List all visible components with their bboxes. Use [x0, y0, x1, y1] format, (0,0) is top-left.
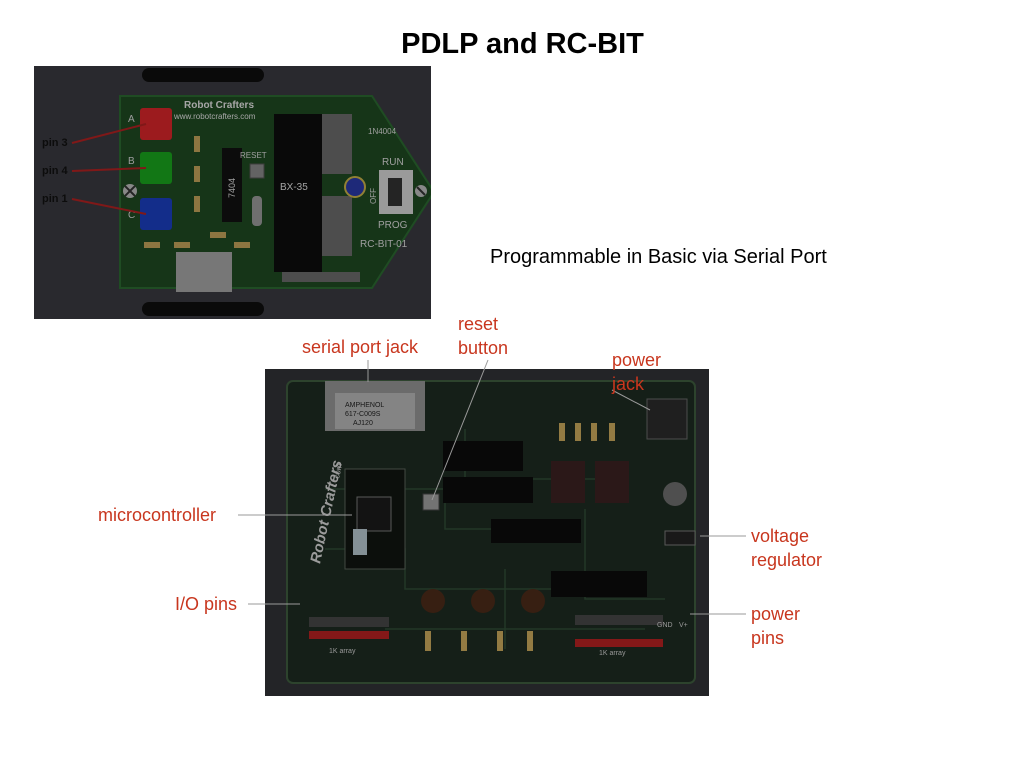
led-a: [140, 108, 172, 140]
pdlp-brand-suffix: com: [332, 462, 344, 479]
run-label: RUN: [382, 157, 404, 168]
vplus-label: V+: [679, 622, 688, 629]
board-id-label: RC-BIT-01: [360, 239, 408, 250]
port-letter-c: C: [128, 210, 135, 221]
rcbit-board-photo: A B C Robot Crafters www.robotcrafters.c…: [34, 66, 431, 319]
gnd-label: GND: [657, 622, 673, 629]
callout-reset-line-1: reset: [458, 314, 499, 334]
callout-voltage-regulator-line-1: voltage: [751, 526, 810, 546]
led-b: [140, 152, 172, 184]
off-label: OFF: [369, 188, 378, 204]
chip-bx35-label: BX-35: [280, 182, 308, 193]
pin-1-label: pin 1: [42, 193, 68, 205]
callout-microcontroller: microcontroller: [98, 505, 217, 525]
callout-power-pins: power pins: [751, 602, 800, 650]
pin-4-label: pin 4: [42, 165, 69, 177]
slide-caption: Programmable in Basic via Serial Port: [490, 246, 827, 268]
resistor-array-left-label: 1K array: [329, 648, 356, 655]
rcbit-brand: Robot Crafters: [184, 100, 254, 111]
callout-serial-port-jack: serial port jack: [302, 337, 419, 357]
led-c: [140, 198, 172, 230]
connector-line-2: 617-C009S: [345, 411, 381, 418]
callout-power-pins-line-2: pins: [751, 628, 785, 648]
diode-label: 1N4004: [368, 127, 397, 136]
connector-line-1: AMPHENOL: [345, 402, 384, 409]
callout-power-jack-line-2: jack: [612, 374, 645, 394]
callout-reset-line-2: button: [458, 338, 509, 358]
callout-io-pins: I/O pins: [175, 594, 238, 614]
port-letter-a: A: [128, 114, 135, 125]
reset-silkscreen: RESET: [240, 151, 267, 160]
slide-title: PDLP and RC-BIT: [401, 28, 644, 60]
pin-3-label: pin 3: [42, 137, 68, 149]
prog-label: PROG: [378, 220, 408, 231]
resistor-array-right-label: 1K array: [599, 650, 626, 657]
callout-power-jack-line-1: power: [612, 350, 662, 370]
callout-voltage-regulator-line-2: regulator: [751, 550, 823, 570]
port-letter-b: B: [128, 156, 135, 167]
callout-power-pins-line-1: power: [751, 604, 801, 624]
callout-power-jack: power jack: [612, 348, 661, 396]
chip-7404-label: 7404: [227, 178, 237, 198]
rcbit-url: www.robotcrafters.com: [173, 112, 256, 121]
callout-reset-button: reset button: [458, 312, 508, 360]
connector-line-3: AJ120: [353, 420, 373, 427]
pdlp-board-photo: AMPHENOL 617-C009S AJ120 Robot Crafters …: [265, 369, 709, 696]
callout-voltage-regulator: voltage regulator: [751, 524, 822, 572]
